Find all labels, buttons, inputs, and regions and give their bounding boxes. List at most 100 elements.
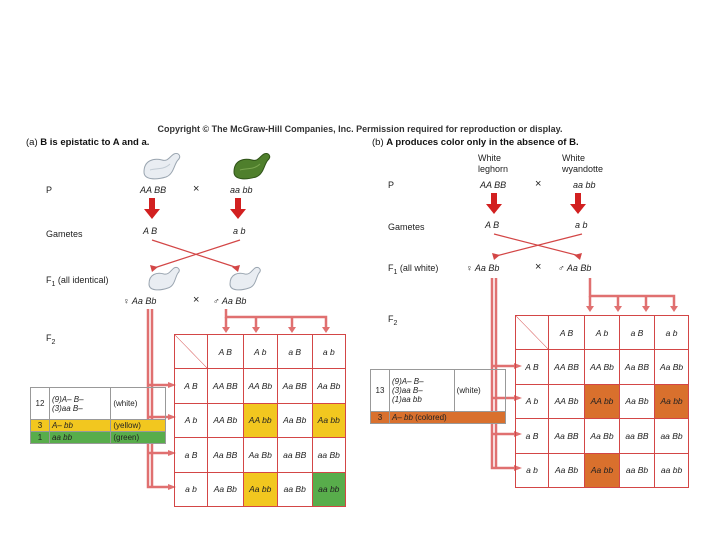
punnett-row-header: a b <box>174 471 208 507</box>
panel-a-prefix: (a) <box>26 137 38 148</box>
result-genotype-line: (3)aa B– <box>52 403 83 413</box>
panel-a-label-f1: F1 (all identical) <box>46 275 108 288</box>
punnett-cell: Aa Bb <box>618 383 656 419</box>
panel-b-f1-cross: × <box>535 261 542 273</box>
punnett-cell: AA Bb <box>242 368 278 404</box>
punnett-cell: aa Bb <box>311 437 347 473</box>
punnett-cell: Aa BB <box>618 349 656 385</box>
punnett-cell-green: aa bb <box>311 471 347 507</box>
punnett-cell: AA BB <box>207 368 244 404</box>
panel-a-parent2: aa bb <box>230 185 253 195</box>
punnett-cell: aa Bb <box>276 471 313 507</box>
f1-white-squash-icon <box>148 267 180 291</box>
panel-b-prefix: (b) <box>372 137 384 148</box>
f1-text: F <box>46 275 52 285</box>
punnett-corner <box>515 315 549 350</box>
panel-b-label-p: P <box>388 180 395 190</box>
punnett-cell-yellow: Aa bb <box>311 402 347 438</box>
punnett-cell: Aa BB <box>547 418 586 454</box>
punnett-cell: AA BB <box>547 349 586 385</box>
f2-text: F <box>46 333 52 343</box>
punnett-row-header: a B <box>515 418 549 454</box>
result-genotype-line: (9)A– B– <box>392 377 424 386</box>
panel-b-parent2: aa bb <box>573 180 596 190</box>
panel-b-cross-lines <box>492 233 583 260</box>
panel-b-gamete1: A B <box>485 220 500 230</box>
panel-b-gamete2: a b <box>575 220 588 230</box>
punnett-cell: Aa BB <box>276 368 313 404</box>
f1-note: (all identical) <box>57 275 109 285</box>
result-genotype-line: (9)A– B– <box>52 394 84 404</box>
punnett-cell-orange: AA bb <box>584 383 620 419</box>
result-count: 3 <box>30 419 50 432</box>
panel-a-gamete-arrows <box>144 198 246 219</box>
result-count: 3 <box>370 411 390 424</box>
panel-a-f1-female: ♀ Aa Bb <box>123 296 157 306</box>
panel-a-label-f2: F2 <box>46 333 55 346</box>
punnett-col-header: A B <box>547 315 586 350</box>
punnett-corner <box>174 334 208 369</box>
panel-b-punnett-square: A B A b a B a b A B AA BB AA Bb Aa BB Aa… <box>515 315 689 488</box>
panel-b-gamete-arrows <box>486 193 586 214</box>
panel-a-gamete2: a b <box>233 226 246 236</box>
f2-subscript: 2 <box>393 319 398 327</box>
f1-white-squash-icon-2 <box>229 267 261 291</box>
f1-subscript: 1 <box>393 268 398 276</box>
result-count: 1 <box>30 431 50 444</box>
f1-subscript: 1 <box>51 280 56 288</box>
result-genotype-phenotype: A– bb (colored) <box>389 411 506 424</box>
punnett-col-header: a b <box>654 315 689 350</box>
punnett-row-header: A B <box>515 349 549 385</box>
result-count: 12 <box>30 387 50 420</box>
punnett-col-header: A b <box>242 334 278 369</box>
panel-a-punnett-square: A B A b a B a b A B AA BB AA Bb Aa BB Aa… <box>174 334 347 507</box>
green-squash-icon <box>233 153 271 180</box>
punnett-cell: Aa Bb <box>584 418 620 454</box>
panel-b-results-table: 13 (9)A– B– (3)aa B– (1)aa bb (white) 3 … <box>370 369 507 424</box>
panel-a-f1-cross: × <box>193 294 200 306</box>
panel-a-results-table: 12 (9)A– B– (3)aa B– (white) 3 A– bb (ye… <box>30 387 166 444</box>
punnett-cell: aa Bb <box>654 418 689 454</box>
panel-a-label-p: P <box>46 185 53 195</box>
panel-a-cross-lines <box>150 239 241 272</box>
panel-a-parent1: AA BB <box>140 185 167 195</box>
punnett-cell: aa Bb <box>618 452 656 488</box>
punnett-col-header: A b <box>584 315 620 350</box>
punnett-cell-orange: Aa bb <box>654 383 689 419</box>
punnett-row-header: A B <box>174 368 208 404</box>
punnett-row-header: A b <box>515 383 549 419</box>
punnett-cell: Aa Bb <box>654 349 689 385</box>
punnett-cell: AA Bb <box>207 402 244 438</box>
panel-b-parent1: AA BB <box>480 180 507 190</box>
result-phenotype: (colored) <box>415 413 447 422</box>
parent2-name-line: wyandotte <box>562 164 604 174</box>
result-genotypes: (9)A– B– (3)aa B– (1)aa bb <box>389 369 455 412</box>
panel-a-gamete1: A B <box>143 226 158 236</box>
panel-b-parent2-name: White wyandotte <box>562 153 603 175</box>
punnett-cell: Aa Bb <box>547 452 586 488</box>
panel-a-f1-male: ♂ Aa Bb <box>213 296 247 306</box>
punnett-row-header: a B <box>174 437 208 473</box>
punnett-cell-yellow: AA bb <box>242 402 278 438</box>
punnett-cell-yellow: Aa bb <box>242 471 278 507</box>
punnett-col-header: a b <box>311 334 347 369</box>
parent2-name-line: White <box>562 153 586 163</box>
result-genotype-line: (1)aa bb <box>392 395 422 404</box>
white-squash-icon <box>143 153 181 180</box>
punnett-cell: aa BB <box>276 437 313 473</box>
punnett-row-header: a b <box>515 452 549 488</box>
punnett-col-header: a B <box>276 334 313 369</box>
punnett-col-header: a B <box>618 315 656 350</box>
punnett-cell: aa BB <box>618 418 656 454</box>
result-phenotype: (white) <box>110 387 166 420</box>
panel-b-f1-female: ♀ Aa Bb <box>466 263 500 273</box>
parent1-name-line: White <box>478 153 502 163</box>
punnett-cell: AA Bb <box>547 383 586 419</box>
punnett-cell: Aa BB <box>207 437 244 473</box>
panel-b-label-gametes: Gametes <box>388 222 425 232</box>
panel-b-cross-symbol: × <box>535 178 542 190</box>
panel-b-title: (b) A produces color only in the absence… <box>372 137 579 148</box>
panel-a-title-text: B is epistatic to A and a. <box>40 137 150 148</box>
panel-a-cross-symbol: × <box>193 183 200 195</box>
panel-a-label-gametes: Gametes <box>46 229 83 239</box>
